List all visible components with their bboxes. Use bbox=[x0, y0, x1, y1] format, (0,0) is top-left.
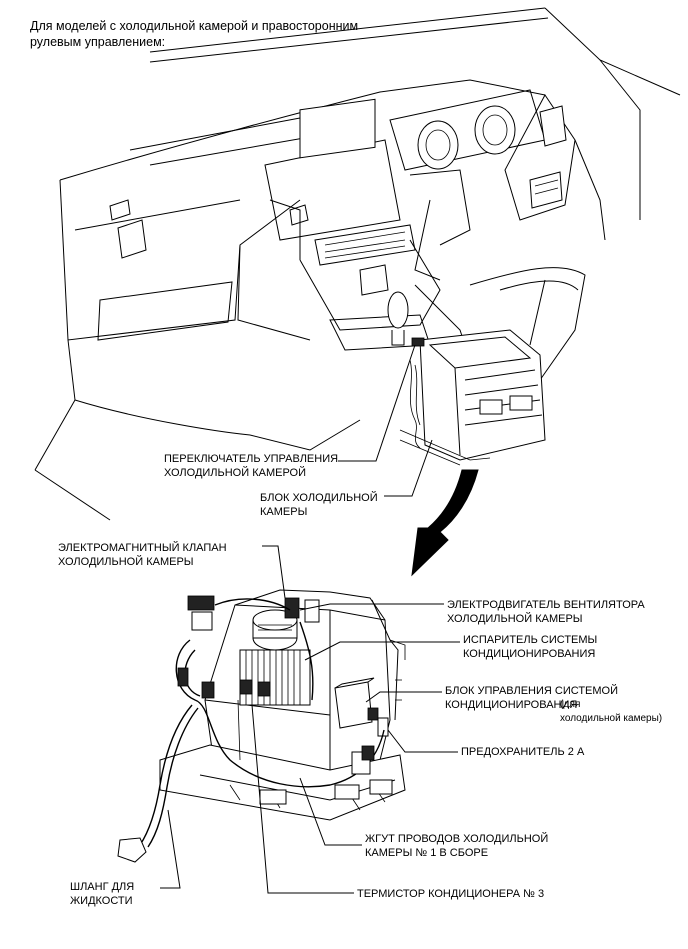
evaporator-leader bbox=[304, 641, 460, 661]
cool-box-detail bbox=[117, 589, 406, 863]
label-ac-ecu: БЛОК УПРАВЛЕНИЯ СИСТЕМОЙ КОНДИЦИОНИРОВАН… bbox=[445, 685, 619, 711]
label-evaporator: ИСПАРИТЕЛЬ СИСТЕМЫ КОНДИЦИОНИРОВАНИЯ bbox=[463, 634, 598, 660]
cool-box-leader bbox=[384, 439, 433, 497]
label-fluid-hose: ШЛАНГ ДЛЯ ЖИДКОСТИ bbox=[70, 881, 135, 907]
cool-box-in-console bbox=[399, 329, 546, 466]
label-ac-ecu-note: (для холодильной камеры) bbox=[560, 699, 663, 724]
thermistor-leader bbox=[251, 704, 354, 894]
harness-leader bbox=[299, 777, 362, 846]
label-cool-box-switch: ПЕРЕКЛЮЧАТЕЛЬ УПРАВЛЕНИЯ ХОЛОДИЛЬНОЙ КАМ… bbox=[164, 453, 339, 479]
label-fuse: ПРЕДОХРАНИТЕЛЬ 2 А bbox=[461, 746, 585, 758]
fuse-leader bbox=[387, 729, 458, 753]
label-fan-motor: ЭЛЕКТРОДВИГАТЕЛЬ ВЕНТИЛЯТОРА ХОЛОДИЛЬНОЙ… bbox=[447, 599, 645, 625]
dashboard-drawing bbox=[34, 7, 681, 521]
label-thermistor: ТЕРМИСТОР КОНДИЦИОНЕРА № 3 bbox=[357, 888, 545, 900]
page-heading: Для моделей с холодильной камерой и прав… bbox=[30, 19, 359, 49]
solenoid-leader bbox=[262, 545, 286, 599]
hose-leader bbox=[160, 809, 181, 889]
label-cool-box: БЛОК ХОЛОДИЛЬНОЙ КАМЕРЫ bbox=[260, 492, 378, 518]
fan-motor-leader bbox=[299, 603, 444, 611]
switch-leader bbox=[338, 344, 416, 462]
ecu-leader bbox=[365, 691, 442, 703]
label-wire-harness: ЖГУТ ПРОВОДОВ ХОЛОДИЛЬНОЙ КАМЕРЫ № 1 В С… bbox=[365, 833, 549, 859]
label-solenoid-valve: ЭЛЕКТРОМАГНИТНЫЙ КЛАПАН ХОЛОДИЛЬНОЙ КАМЕ… bbox=[58, 542, 227, 568]
zoom-arrow bbox=[411, 469, 479, 577]
